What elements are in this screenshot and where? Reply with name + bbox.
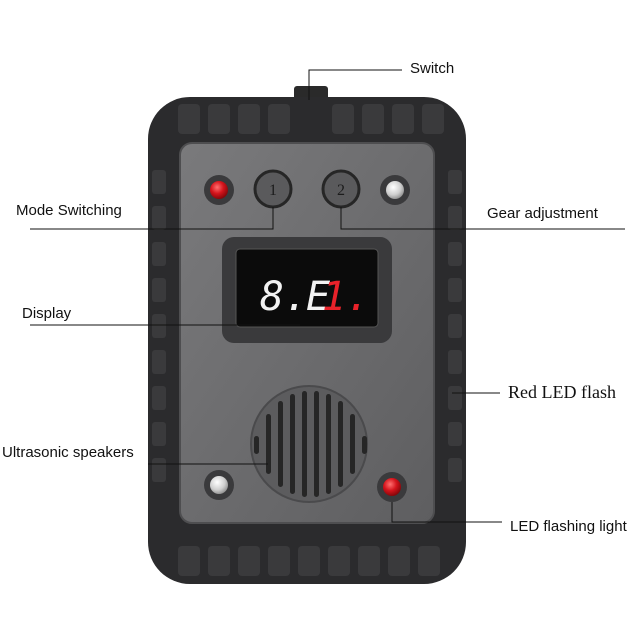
leader-gear	[340, 207, 625, 230]
label-gear-adjustment: Gear adjustment	[487, 205, 598, 222]
leader-lines	[30, 69, 625, 523]
button-2-label: 2	[337, 182, 345, 199]
display-screen	[235, 248, 379, 328]
button-1-label: 1	[269, 182, 277, 199]
label-mode-switching: Mode Switching	[16, 202, 122, 219]
label-display: Display	[22, 305, 72, 322]
display-digit-1: 8.	[260, 274, 308, 320]
display-digit-2: E	[306, 274, 330, 320]
label-switch: Switch	[410, 60, 455, 77]
leader-led-flashing	[391, 502, 502, 523]
leader-switch	[308, 69, 402, 100]
display-digit-3: 1.	[322, 274, 370, 320]
label-led-flashing-light: LED flashing light	[510, 518, 627, 535]
bumper-grips	[152, 104, 462, 576]
label-red-led-flash: Red LED flash	[508, 382, 616, 402]
label-ultrasonic-speakers: Ultrasonic speakers	[2, 444, 134, 461]
leader-mode	[30, 207, 274, 230]
speaker-slots	[254, 391, 367, 497]
